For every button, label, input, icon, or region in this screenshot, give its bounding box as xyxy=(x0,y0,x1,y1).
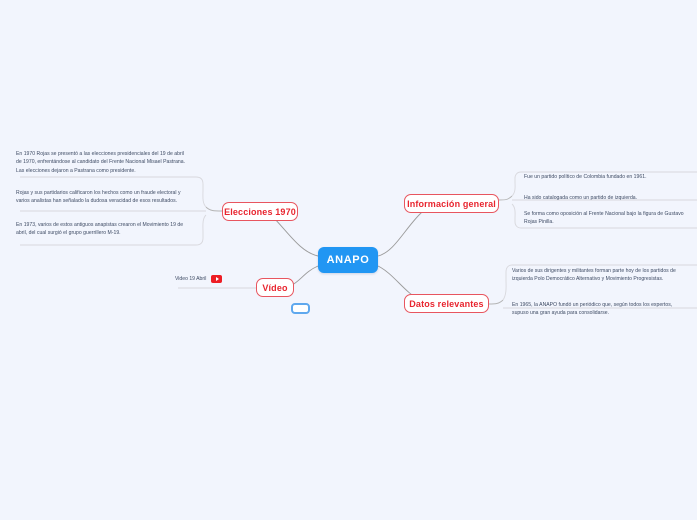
topic-node-label: Vídeo xyxy=(262,282,288,293)
video-link-item[interactable]: Video 19 Abril xyxy=(175,275,223,283)
root-node-anapo[interactable]: ANAPO xyxy=(318,247,378,273)
play-triangle-icon xyxy=(215,277,219,281)
youtube-icon[interactable] xyxy=(211,275,223,283)
topic-node-video[interactable]: Vídeo xyxy=(256,278,294,297)
leaf-text: En 1973, varios de estos antiguos anapis… xyxy=(16,222,184,237)
video-link-label: Video 19 Abril xyxy=(175,276,207,282)
leaf-text: Varios de sus dirigentes y militantes fo… xyxy=(512,268,676,283)
topic-node-label: Datos relevantes xyxy=(409,298,484,309)
topic-node-elecciones-1970[interactable]: Elecciones 1970 xyxy=(222,202,298,221)
leaf-text: Rojas y sus partidarios calificaron los … xyxy=(16,190,181,205)
leaf-text: Ha sido catalogada como un partido de iz… xyxy=(524,195,638,201)
leaf-text: Se forma como oposición al Frente Nacion… xyxy=(524,211,684,226)
topic-node-label: Información general xyxy=(407,198,496,209)
topic-node-label: Elecciones 1970 xyxy=(224,206,296,217)
empty-node[interactable] xyxy=(291,303,310,314)
root-node-label: ANAPO xyxy=(326,254,370,266)
leaf-text: En 1965, la ANAPO fundó un periódico que… xyxy=(512,302,673,317)
topic-node-datos-relevantes[interactable]: Datos relevantes xyxy=(404,294,489,313)
topic-node-informacion-general[interactable]: Información general xyxy=(404,194,499,213)
leaf-text: En 1970 Rojas se presentó a las eleccion… xyxy=(16,151,186,174)
leaf-text: Fue un partido político de Colombia fund… xyxy=(524,174,647,180)
